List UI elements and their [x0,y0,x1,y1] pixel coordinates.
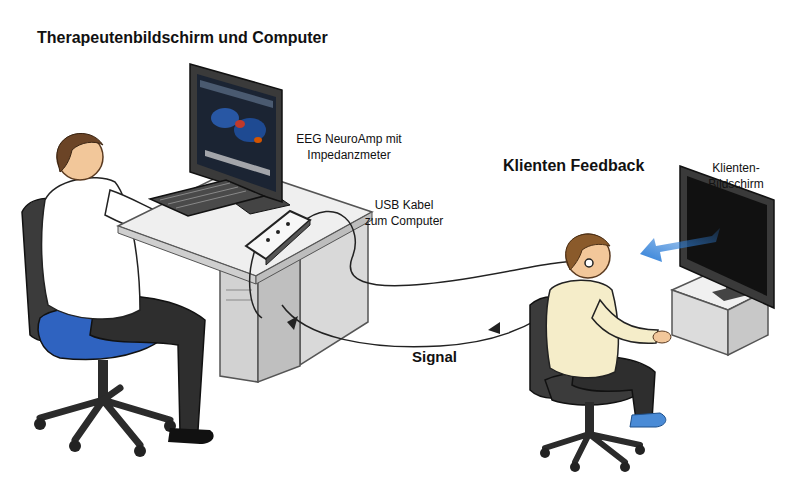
diagram-title: Therapeutenbildschirm und Computer [37,30,328,46]
keyboard-part [150,180,264,216]
therapist-monitor-part [197,74,276,192]
therapist-figure [42,133,220,444]
desk-part [226,300,252,301]
client-monitor [672,166,774,355]
client-figure-part [592,300,658,343]
therapist-chair-part [34,418,46,430]
therapist-chair-part [69,440,81,452]
desk-part [226,290,252,291]
eeg-cable-part [250,250,262,318]
client-figure-part [653,331,671,343]
signal-arrow-part [282,300,565,347]
therapist-monitor-part [200,80,273,108]
client-figure-part [630,413,666,427]
client-figure-part [585,259,593,267]
neuroamp-device [246,211,310,265]
neuroamp-device-part [266,220,310,265]
callout-label: Klienten-Bildschirm [700,160,772,192]
signal-arrow-part [488,322,500,334]
eeg-cable-part [300,211,590,285]
callout-label: USB Kabel zum Computer [364,197,444,229]
neuroamp-device-part [286,222,290,226]
client-chair-part [570,462,580,472]
client-monitor-part [687,176,767,296]
therapist-figure-part [57,134,103,180]
therapist-figure-part [168,428,214,444]
signal-arrow [282,300,565,347]
callout-label: EEG NeuroAmp mit Impedanzmeter [296,131,402,163]
keyboard [150,180,264,216]
client-chair-part [620,462,630,472]
desk [118,167,372,382]
section-heading: Klienten Feedback [503,158,644,174]
client-chair-part [635,445,645,455]
therapist-monitor-part [234,118,266,142]
feedback-arrow-part [640,228,720,262]
therapist-monitor-part [190,64,282,202]
therapist-monitor-part [205,150,270,176]
client-figure [546,234,671,427]
therapist-chair-part [134,445,146,457]
keyboard-part [160,183,246,208]
feedback-arrow [640,228,720,262]
desk-part [118,226,256,284]
neuroamp-device-part [276,230,280,234]
therapist-monitor-part [235,120,245,128]
client-chair-part [545,434,640,462]
client-figure-part [566,234,610,270]
therapist-monitor-part [211,108,239,128]
client-chair-part [540,448,550,458]
client-monitor-part [672,290,728,355]
client-figure-part [566,234,610,278]
therapist-chair-part [40,388,170,445]
therapist-monitor-part [254,137,262,143]
client-chair-part [585,402,594,434]
signal-arrow-part [287,316,298,330]
signal-label: Signal [412,349,457,365]
neuroamp-device-part [266,238,270,242]
therapist-figure-part [57,133,103,172]
